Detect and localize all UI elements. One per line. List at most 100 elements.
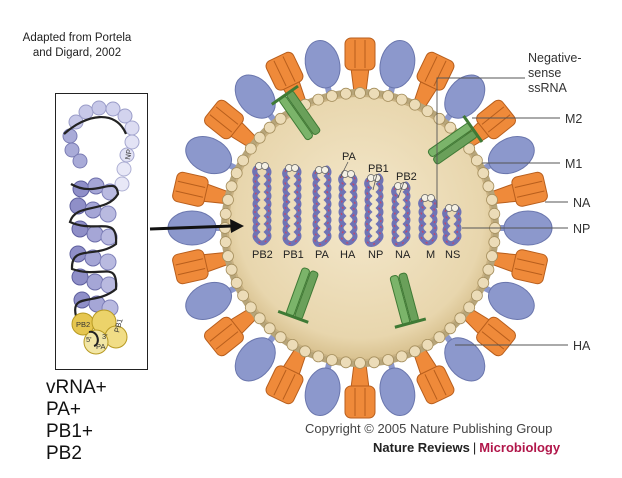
membrane-bead	[339, 356, 352, 369]
callout-lines	[436, 77, 568, 346]
segment-label-ns: NS	[445, 249, 460, 261]
na-spike	[481, 281, 535, 320]
membrane-bead	[230, 167, 243, 180]
membrane-bead	[454, 312, 467, 325]
rnp-pb2-label: PB2	[76, 320, 90, 329]
membrane-bead	[222, 250, 234, 263]
membrane-bead	[286, 338, 299, 351]
ha-spike	[412, 51, 455, 109]
m2-channel-bottom-left	[277, 267, 319, 324]
rnp-pb1-label: PB1	[112, 317, 124, 333]
membrane-bead	[274, 331, 287, 344]
membrane-bead	[433, 112, 446, 125]
membrane-bead	[339, 87, 352, 100]
membrane-bead	[325, 90, 338, 102]
rnp-hairpin	[364, 173, 384, 247]
membrane-bead	[354, 87, 366, 99]
complex-item-pb2: PB2	[46, 443, 82, 464]
membrane-bead	[382, 354, 395, 366]
membrane-bead	[477, 167, 490, 180]
journal-name: Nature Reviews	[373, 440, 470, 455]
membrane-bead	[222, 193, 234, 206]
ha-spike	[412, 347, 455, 405]
membrane-bead	[486, 250, 498, 263]
membrane-bead	[482, 180, 495, 193]
segment-labels: PB2 PB1 PA HA NP NA M NS	[252, 249, 460, 261]
membrane-bead	[253, 312, 266, 325]
membrane-bead	[230, 276, 243, 289]
membrane-bead	[421, 338, 434, 351]
rnp-np-label: NP	[123, 149, 134, 161]
complex-item-vrna: vRNA+	[46, 377, 107, 398]
membrane-bead	[482, 263, 495, 276]
journal-section: Microbiology	[479, 440, 561, 455]
membrane-bead	[237, 154, 250, 167]
rnp-pa-label: PA	[96, 342, 105, 351]
membrane-bead	[395, 93, 408, 106]
rnp-structure-panel: PB2 PB1 PA 5' 3' NP	[55, 93, 148, 370]
membrane-bead	[382, 90, 395, 102]
membrane-bead	[263, 322, 276, 335]
rnp-hairpin	[282, 164, 302, 247]
rnp-hairpin	[418, 194, 438, 246]
complex-item-pb1: PB1+	[46, 421, 94, 442]
segment-label-na: NA	[395, 249, 411, 261]
caption-line-2: and Digard, 2002	[32, 47, 122, 59]
segment-label-np: NP	[368, 249, 383, 261]
membrane-bead	[444, 121, 457, 134]
na-spike	[304, 359, 341, 416]
membrane-bead	[244, 142, 257, 155]
label-negative-sense-1: Negative-	[528, 51, 582, 65]
membrane-bead	[244, 301, 257, 314]
copyright-text: Copyright © 2005 Nature Publishing Group	[305, 421, 553, 436]
membrane-bead	[470, 289, 483, 302]
na-spike	[379, 40, 416, 97]
label-negative-sense-2: sense	[528, 66, 561, 80]
ha-spike	[344, 37, 376, 93]
membrane-bead	[368, 356, 381, 369]
rnp-hairpin	[252, 162, 272, 246]
membrane-bead	[253, 131, 266, 144]
label-ha: HA	[573, 339, 591, 353]
membrane-bead	[444, 322, 457, 335]
rnp-hairpin	[312, 165, 332, 247]
journal-credit: Nature Reviews|Microbiology	[373, 440, 560, 455]
membrane-bead	[237, 289, 250, 302]
caption-line-1: Adapted from Portela	[22, 32, 132, 44]
polymerase-pb2-label: PB2	[396, 171, 417, 183]
membrane-bead	[219, 207, 232, 220]
membrane-bead	[219, 236, 232, 249]
label-np: NP	[573, 222, 590, 236]
m2-channel-bottom-right	[389, 272, 427, 329]
membrane-bead	[225, 180, 238, 193]
membrane-bead	[274, 112, 287, 125]
membrane-bead	[225, 263, 238, 276]
np-sphere-chain	[62, 100, 140, 192]
na-spike	[234, 332, 278, 382]
membrane-bead	[463, 301, 476, 314]
ha-spike	[490, 249, 548, 285]
rnp-5prime-label: 5'	[86, 335, 92, 344]
na-spike	[442, 74, 486, 124]
rnp-segments	[252, 162, 462, 247]
segment-label-m: M	[426, 249, 435, 261]
polymerase-complex-list: vRNA+ PA+ PB1+ PB2	[46, 377, 107, 465]
m2-channel-right	[427, 114, 484, 165]
rnp-3prime-label: 3'	[102, 332, 108, 341]
membrane-bead	[325, 354, 338, 366]
membrane-bead	[408, 98, 421, 111]
rnp-hairpin	[442, 204, 462, 247]
membrane-bead	[486, 193, 498, 206]
membrane-bead	[408, 345, 421, 358]
ha-spike	[204, 307, 259, 357]
polymerase-pb1-label: PB1	[368, 163, 389, 175]
segment-label-pb2: PB2	[252, 249, 273, 261]
na-spike	[379, 359, 416, 416]
membrane-bead	[219, 222, 231, 234]
segment-label-pa: PA	[315, 249, 330, 261]
polymerase-pa-label: PA	[342, 151, 357, 163]
journal-separator: |	[472, 440, 477, 455]
m2-channel-top	[270, 84, 321, 141]
na-spike	[234, 74, 278, 124]
